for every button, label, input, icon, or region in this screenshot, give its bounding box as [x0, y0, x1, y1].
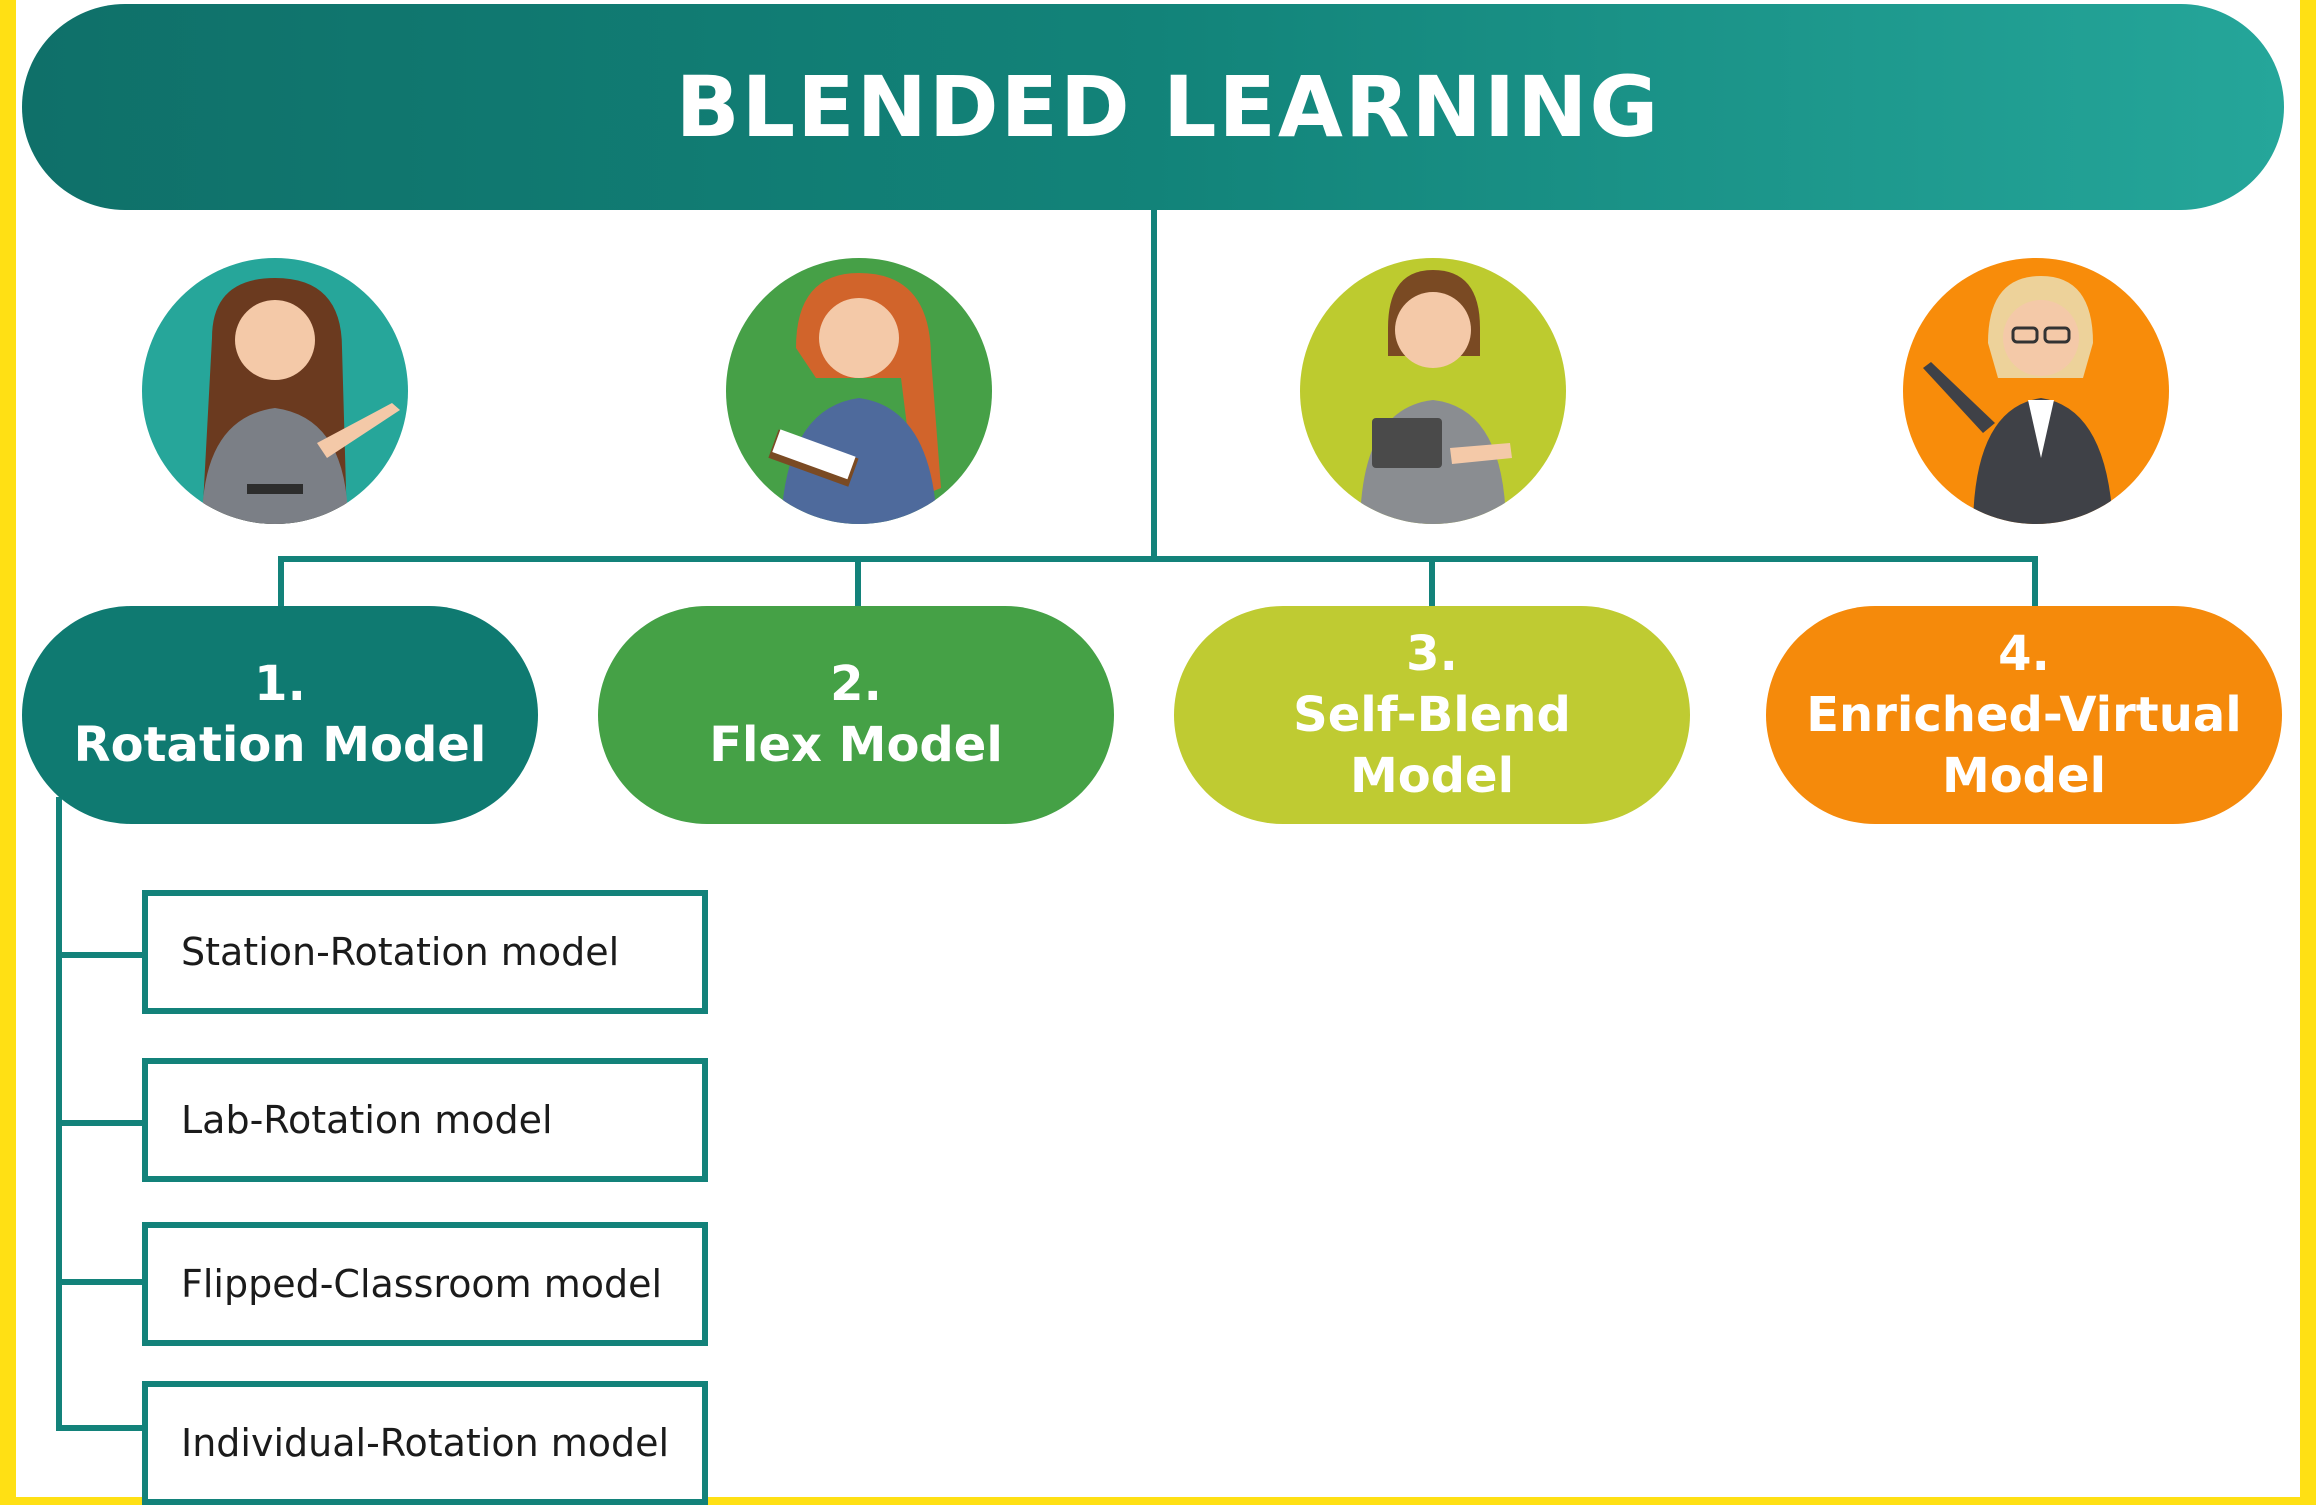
submodel-station-rotation[interactable]: Station-Rotation model [142, 890, 708, 1014]
model-number: 1. [254, 656, 306, 712]
teacher-pointing-icon [142, 258, 408, 524]
model-number: 4. [1998, 625, 2050, 682]
model-number: 2. [830, 656, 882, 712]
title-banner: BLENDED LEARNING [22, 4, 2284, 210]
model-name-line-2: Model [1349, 747, 1515, 804]
submodel-label: Station-Rotation model [181, 930, 620, 974]
teacher-presenting-icon [1903, 258, 2169, 524]
model-name-line-2: Model [1941, 747, 2107, 804]
model-flex[interactable]: 2. Flex Model [598, 606, 1114, 824]
submodel-label: Individual-Rotation model [181, 1421, 670, 1465]
model-name-line-1: Self-Blend [1293, 686, 1571, 743]
submodel-label: Flipped-Classroom model [181, 1262, 663, 1306]
model-self-blend[interactable]: 3. Self-Blend Model [1174, 606, 1690, 824]
teacher-tablet-icon [1300, 258, 1566, 524]
model-name: Rotation Model [73, 717, 487, 773]
model-enriched-virtual[interactable]: 4. Enriched-Virtual Model [1766, 606, 2282, 824]
model-rotation[interactable]: 1. Rotation Model [22, 606, 538, 824]
submodel-lab-rotation[interactable]: Lab-Rotation model [142, 1058, 708, 1182]
submodel-flipped-classroom[interactable]: Flipped-Classroom model [142, 1222, 708, 1346]
page-title: BLENDED LEARNING [675, 58, 1661, 156]
teacher-notebook-icon [726, 258, 992, 524]
submodel-individual-rotation[interactable]: Individual-Rotation model [142, 1381, 708, 1505]
model-name-line-1: Enriched-Virtual [1806, 686, 2242, 743]
submodel-label: Lab-Rotation model [181, 1098, 553, 1142]
model-number: 3. [1406, 625, 1458, 682]
model-name: Flex Model [709, 717, 1003, 773]
